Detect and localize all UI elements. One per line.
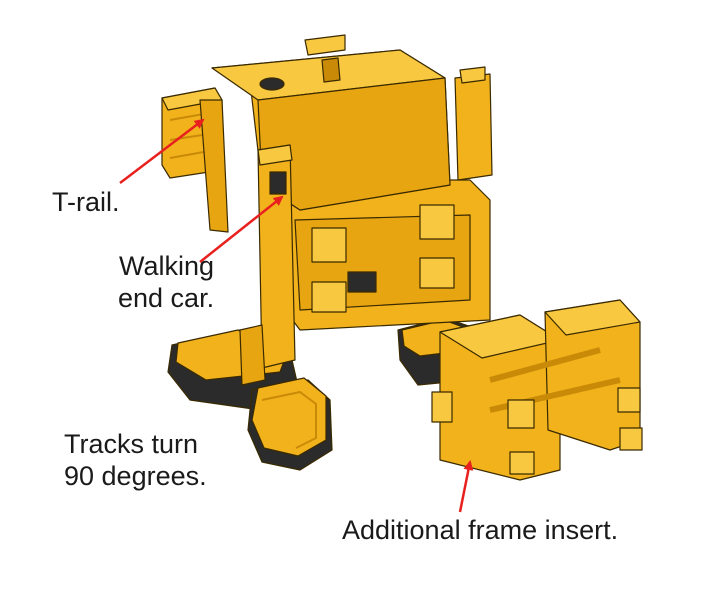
walking-end-car-line-2: end car. <box>118 283 215 313</box>
right-post <box>454 66 493 181</box>
central-frame <box>274 179 491 331</box>
additional-frame-insert <box>431 299 643 481</box>
additional-frame-label: Additional frame insert. <box>342 514 618 546</box>
walking-end-car-label: Walking end car. <box>118 250 214 314</box>
walking-end-car-line-1: Walking <box>119 251 215 281</box>
walking-end-car <box>239 144 296 386</box>
t-rail-arrow <box>119 118 205 184</box>
machine-body <box>161 34 643 481</box>
tracks-turn-label: Tracks turn 90 degrees. <box>64 428 207 492</box>
tracks-turn-line-2: 90 degrees. <box>64 461 207 491</box>
t-rail-label: T-rail. <box>52 186 120 218</box>
frame-insert-arrow <box>458 460 474 513</box>
t-rail-label-text: T-rail. <box>52 187 120 217</box>
callout-arrows <box>119 118 474 513</box>
left-t-rail <box>161 87 229 233</box>
additional-frame-label-text: Additional frame insert. <box>342 515 619 545</box>
walking-end-car-arrow <box>199 195 284 263</box>
tracks-turn-line-1: Tracks turn <box>64 429 199 459</box>
top-box <box>211 34 451 211</box>
